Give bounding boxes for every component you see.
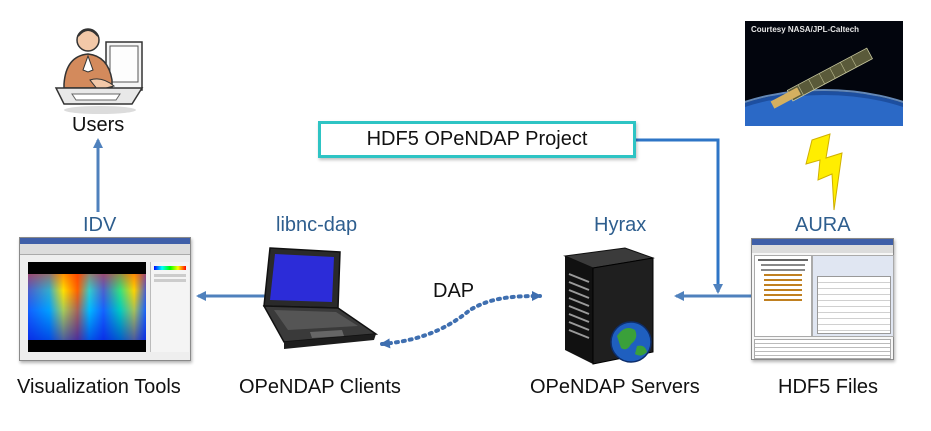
project-label: HDF5 OPeNDAP Project: [366, 128, 588, 150]
user-icon: [54, 28, 144, 114]
lightning-icon: [805, 133, 843, 211]
aura-label: AURA: [795, 214, 851, 236]
servers-label: OPeNDAP Servers: [530, 376, 700, 398]
libnc-label: libnc-dap: [276, 214, 358, 236]
idv-label: IDV: [83, 214, 117, 236]
dap-protocol-arrow: [380, 291, 542, 349]
dap-label: DAP: [433, 280, 475, 302]
hyrax-label: Hyrax: [594, 214, 647, 236]
project-to-servers-arrow: [636, 138, 723, 294]
hdf5-files-label: HDF5 Files: [778, 376, 879, 398]
hdf5-viewer-screenshot: [751, 238, 894, 360]
users-label: Users: [72, 114, 125, 136]
project-box: HDF5 OPeNDAP Project: [318, 121, 636, 158]
satellite-image: Courtesy NASA/JPL-Caltech: [745, 21, 903, 126]
satellite-credit: Courtesy NASA/JPL-Caltech: [751, 25, 860, 34]
server-icon: [563, 247, 655, 365]
idv-screenshot: [19, 237, 191, 361]
viz-tools-label: Visualization Tools: [17, 376, 181, 398]
laptop-icon: [262, 247, 379, 349]
clients-label: OPeNDAP Clients: [239, 376, 401, 398]
